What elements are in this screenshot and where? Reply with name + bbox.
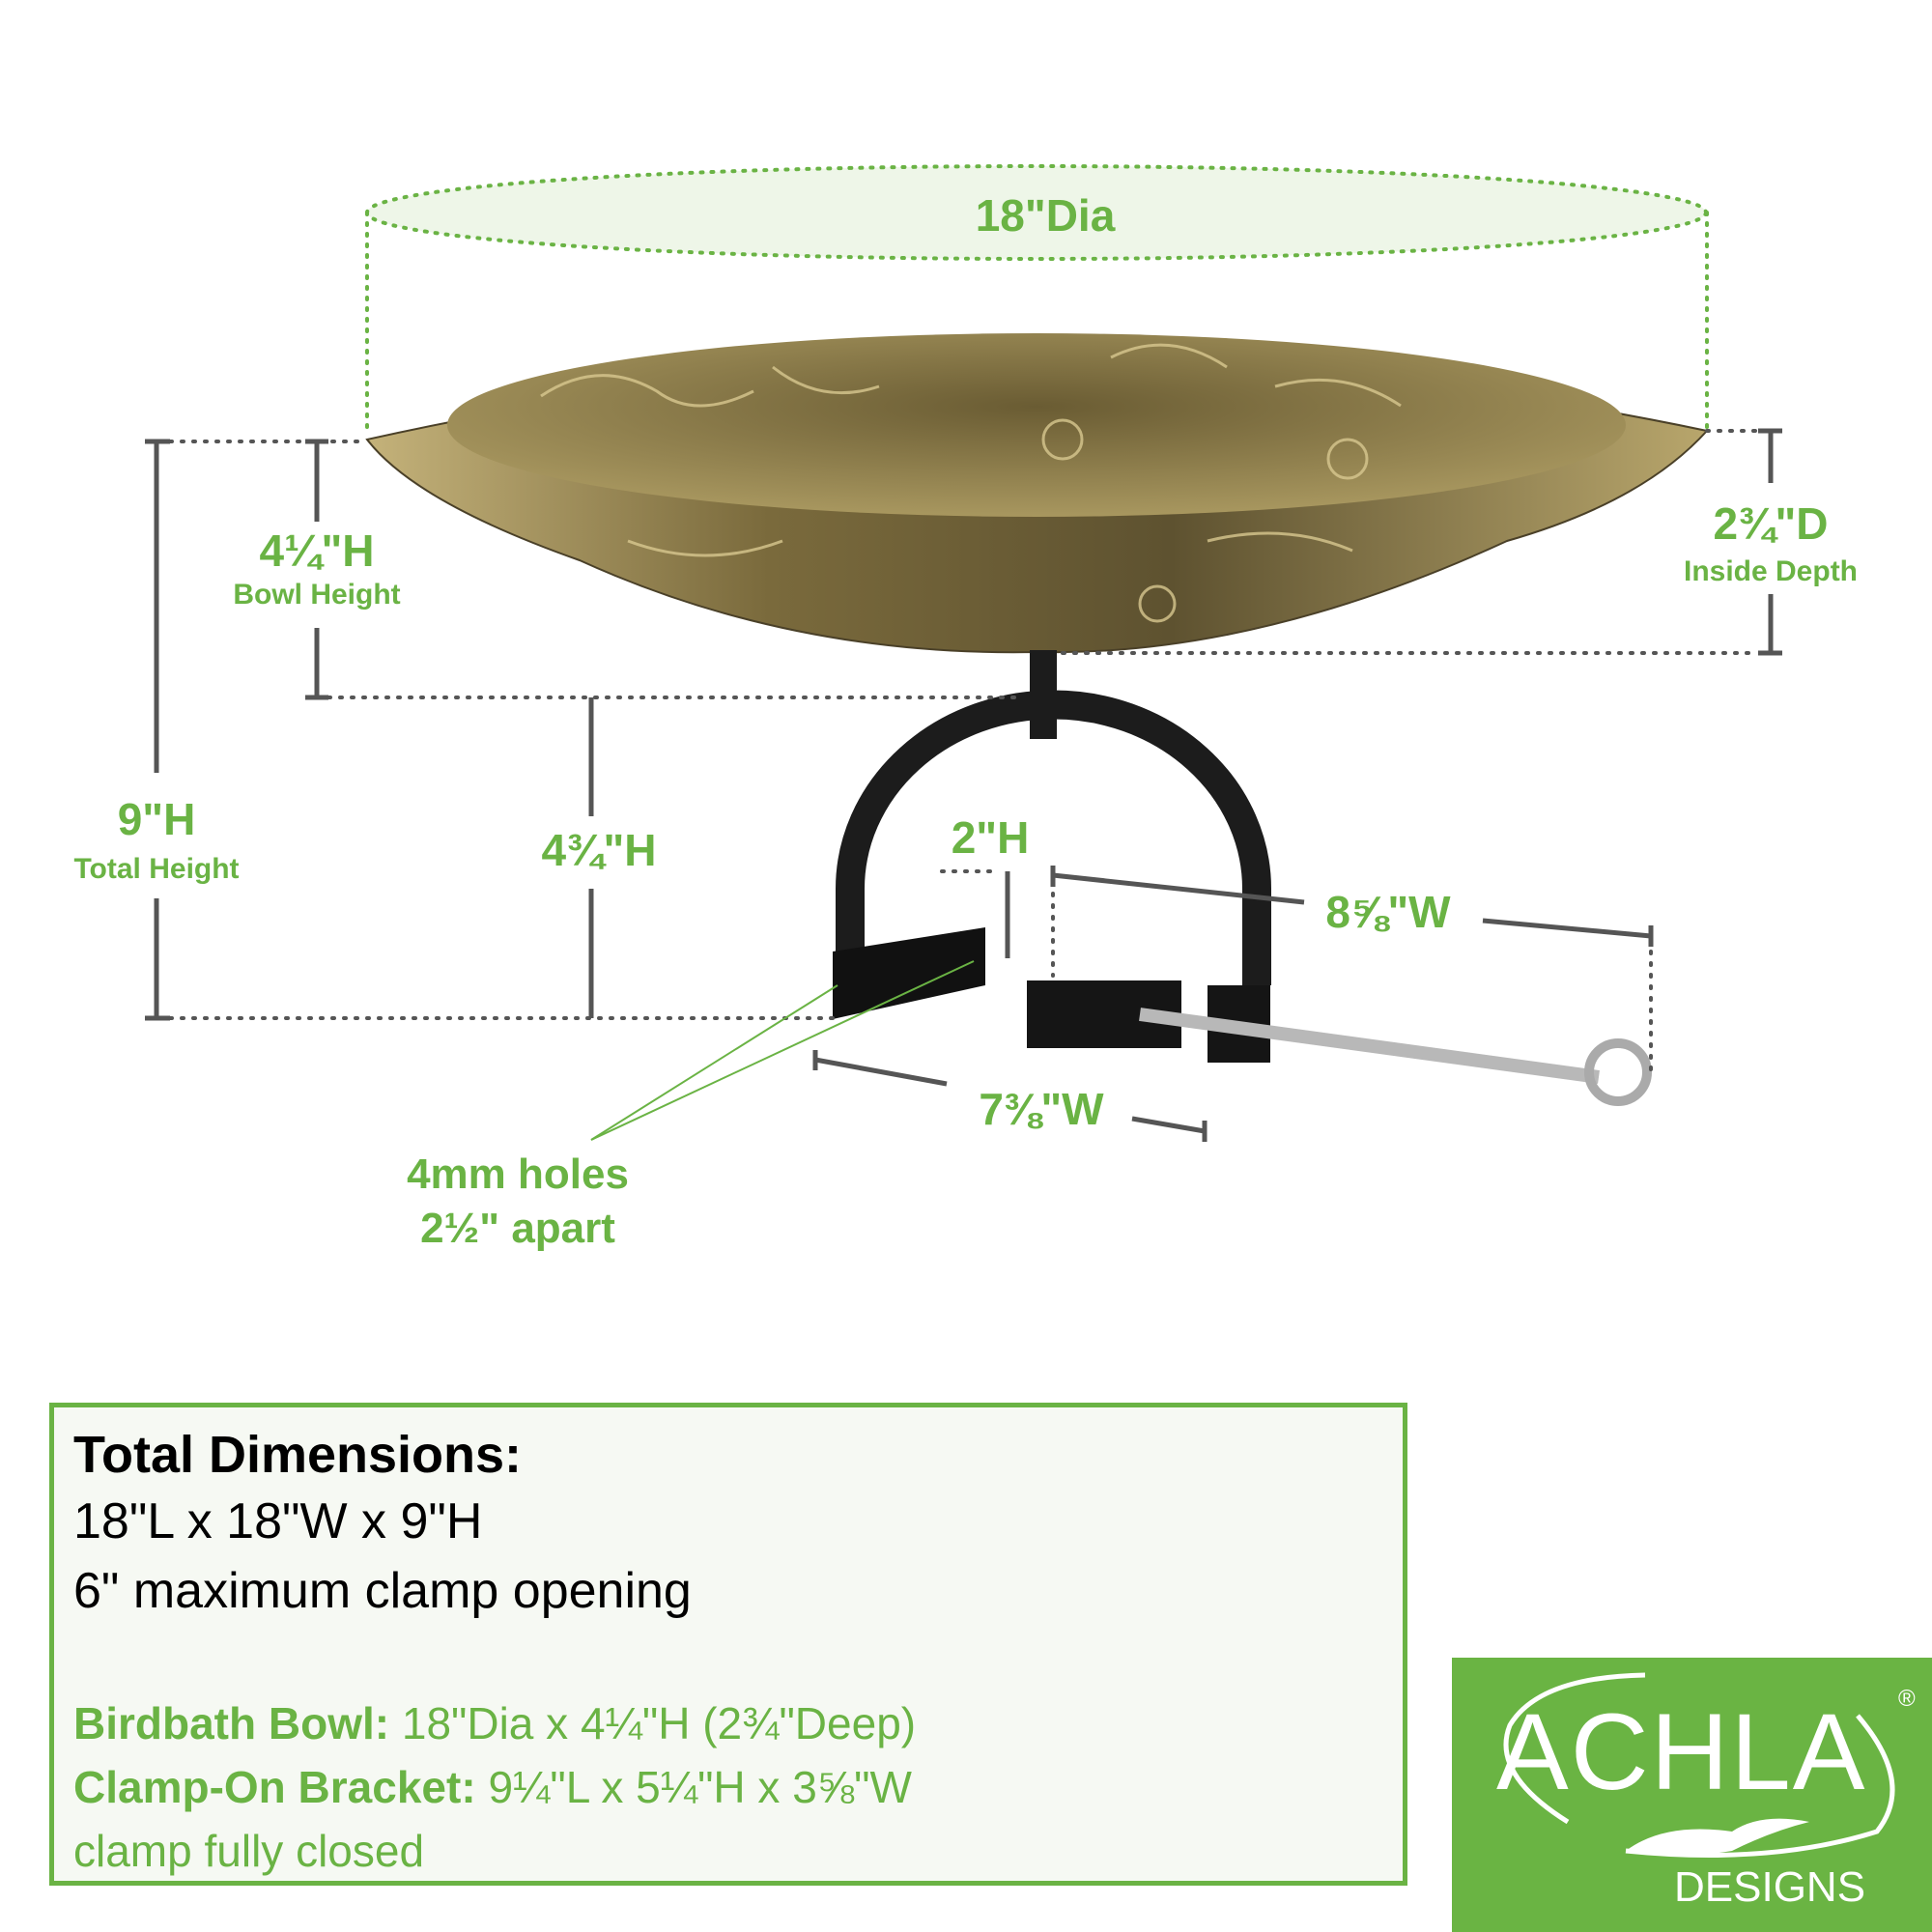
holes-label: 4mm holes [407, 1151, 629, 1198]
holes-spacing-label: 2½" apart [420, 1205, 615, 1252]
stand-height-label: 4¾"H [541, 825, 657, 875]
clamp-opening: 6" maximum clamp opening [73, 1563, 692, 1619]
bowl-height-caption: Bowl Height [233, 579, 401, 611]
diameter-label: 18"Dia [975, 190, 1116, 241]
clamp-height-label: 2"H [951, 812, 1030, 863]
achla-designs-logo: ACHLA ® DESIGNS [1452, 1658, 1932, 1932]
bowl-spec-label: Birdbath Bowl: [73, 1698, 390, 1748]
bracket-width-label: 7⅜"W [979, 1084, 1104, 1134]
hole-pointer-lines [590, 960, 975, 1141]
inside-depth-caption: Inside Depth [1683, 555, 1859, 587]
bowl-spec-value: 18"Dia x 4¼"H (2¾"Deep) [401, 1698, 917, 1748]
overall-dimensions: 18"L x 18"W x 9"H [73, 1493, 483, 1549]
clamp-bracket [833, 650, 1652, 1106]
bracket-note: clamp fully closed [73, 1826, 425, 1876]
bracket-spec-value: 9¼"L x 5¼"H x 3⅝"W [488, 1762, 912, 1812]
bowl-spec: Birdbath Bowl: 18"Dia x 4¼"H (2¾"Deep) [73, 1697, 916, 1749]
dotted-guides [168, 429, 1760, 1074]
total-height-caption: Total Height [73, 853, 240, 885]
bowl-height-label: 4¼"H [259, 526, 375, 576]
bracket-spec: Clamp-On Bracket: 9¼"L x 5¼"H x 3⅝"W [73, 1761, 912, 1813]
logo-swoosh [1503, 1672, 1895, 1858]
clamp-width-label: 8⅝"W [1325, 887, 1451, 937]
logo-designs-text: DESIGNS [1674, 1863, 1866, 1911]
diameter-ellipse [365, 164, 1709, 437]
dimensions-info-box: Total Dimensions: 18"L x 18"W x 9"H 6" m… [49, 1403, 1407, 1886]
total-height-label: 9"H [117, 794, 196, 844]
birdbath-bowl [365, 333, 1709, 654]
inside-depth-label: 2¾"D [1713, 498, 1829, 549]
info-title: Total Dimensions: [73, 1426, 523, 1484]
logo-wordmark: ACHLA [1496, 1691, 1867, 1812]
registered-mark: ® [1898, 1686, 1916, 1712]
bracket-spec-label: Clamp-On Bracket: [73, 1762, 476, 1812]
